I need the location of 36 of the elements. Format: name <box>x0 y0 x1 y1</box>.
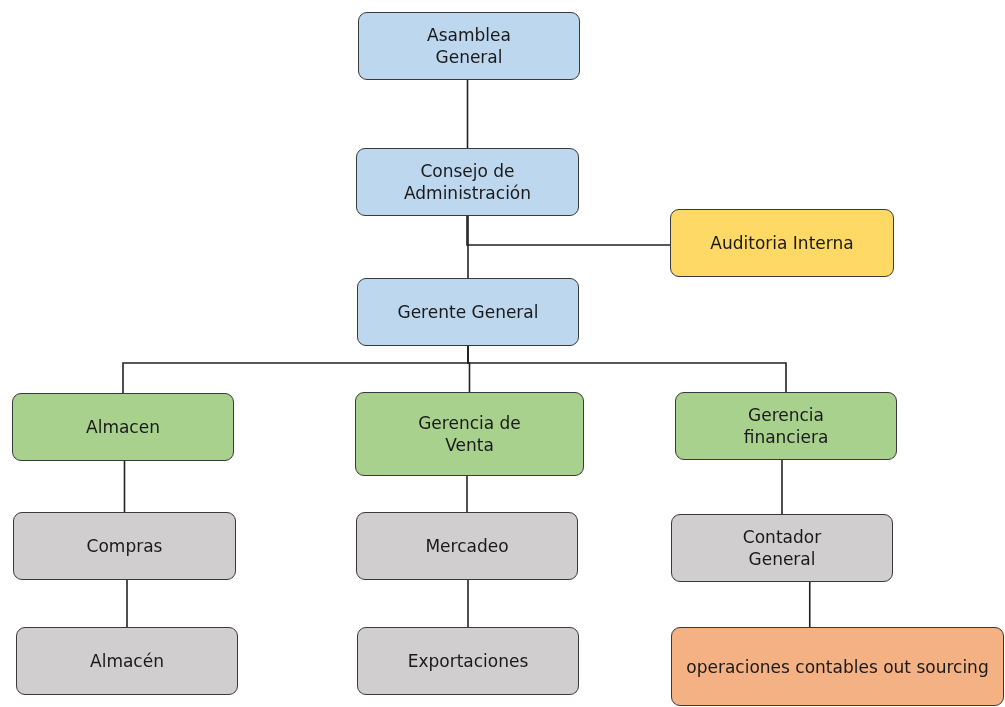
box-label: Gerencia financiera <box>742 404 830 448</box>
connector-line <box>466 215 671 246</box>
box-label: operaciones contables out sourcing <box>686 655 989 678</box>
connector-line <box>466 79 469 149</box>
org-chart-box <box>675 392 897 460</box>
org-chart-box <box>356 512 578 580</box>
org-chart-box <box>671 514 893 582</box>
connector-line <box>123 460 126 513</box>
org-chart-box <box>671 627 1004 706</box>
org-chart-box <box>12 393 234 461</box>
org-chart-box <box>357 627 579 695</box>
org-chart-box <box>355 392 584 476</box>
box-label: Gerente General <box>397 301 539 323</box>
connector-line <box>467 579 469 628</box>
connector-line <box>781 459 783 515</box>
connector-line <box>466 475 468 513</box>
box-label: Gerencia de Venta <box>417 412 522 456</box>
org-chart-box <box>16 627 238 695</box>
org-chart-box <box>13 512 236 580</box>
box-label: Almacén <box>90 650 164 672</box>
connector-line <box>467 345 787 393</box>
box-label: Almacen <box>86 416 160 438</box>
box-label: Asamblea General <box>426 24 512 68</box>
box-label: Contador General <box>741 526 823 570</box>
connector-line <box>126 579 128 628</box>
org-chart-box <box>356 148 579 216</box>
box-label: Exportaciones <box>407 650 529 672</box>
box-label: Auditoria Interna <box>710 232 854 254</box>
connector-line <box>808 581 811 628</box>
connector-line <box>467 215 469 279</box>
box-label: Consejo de Administración <box>402 160 533 204</box>
org-chart-box <box>357 278 579 346</box>
box-label: Compras <box>86 535 163 557</box>
box-label: Mercadeo <box>425 535 509 557</box>
org-chart-box <box>358 12 580 80</box>
org-chart-box <box>670 209 894 277</box>
